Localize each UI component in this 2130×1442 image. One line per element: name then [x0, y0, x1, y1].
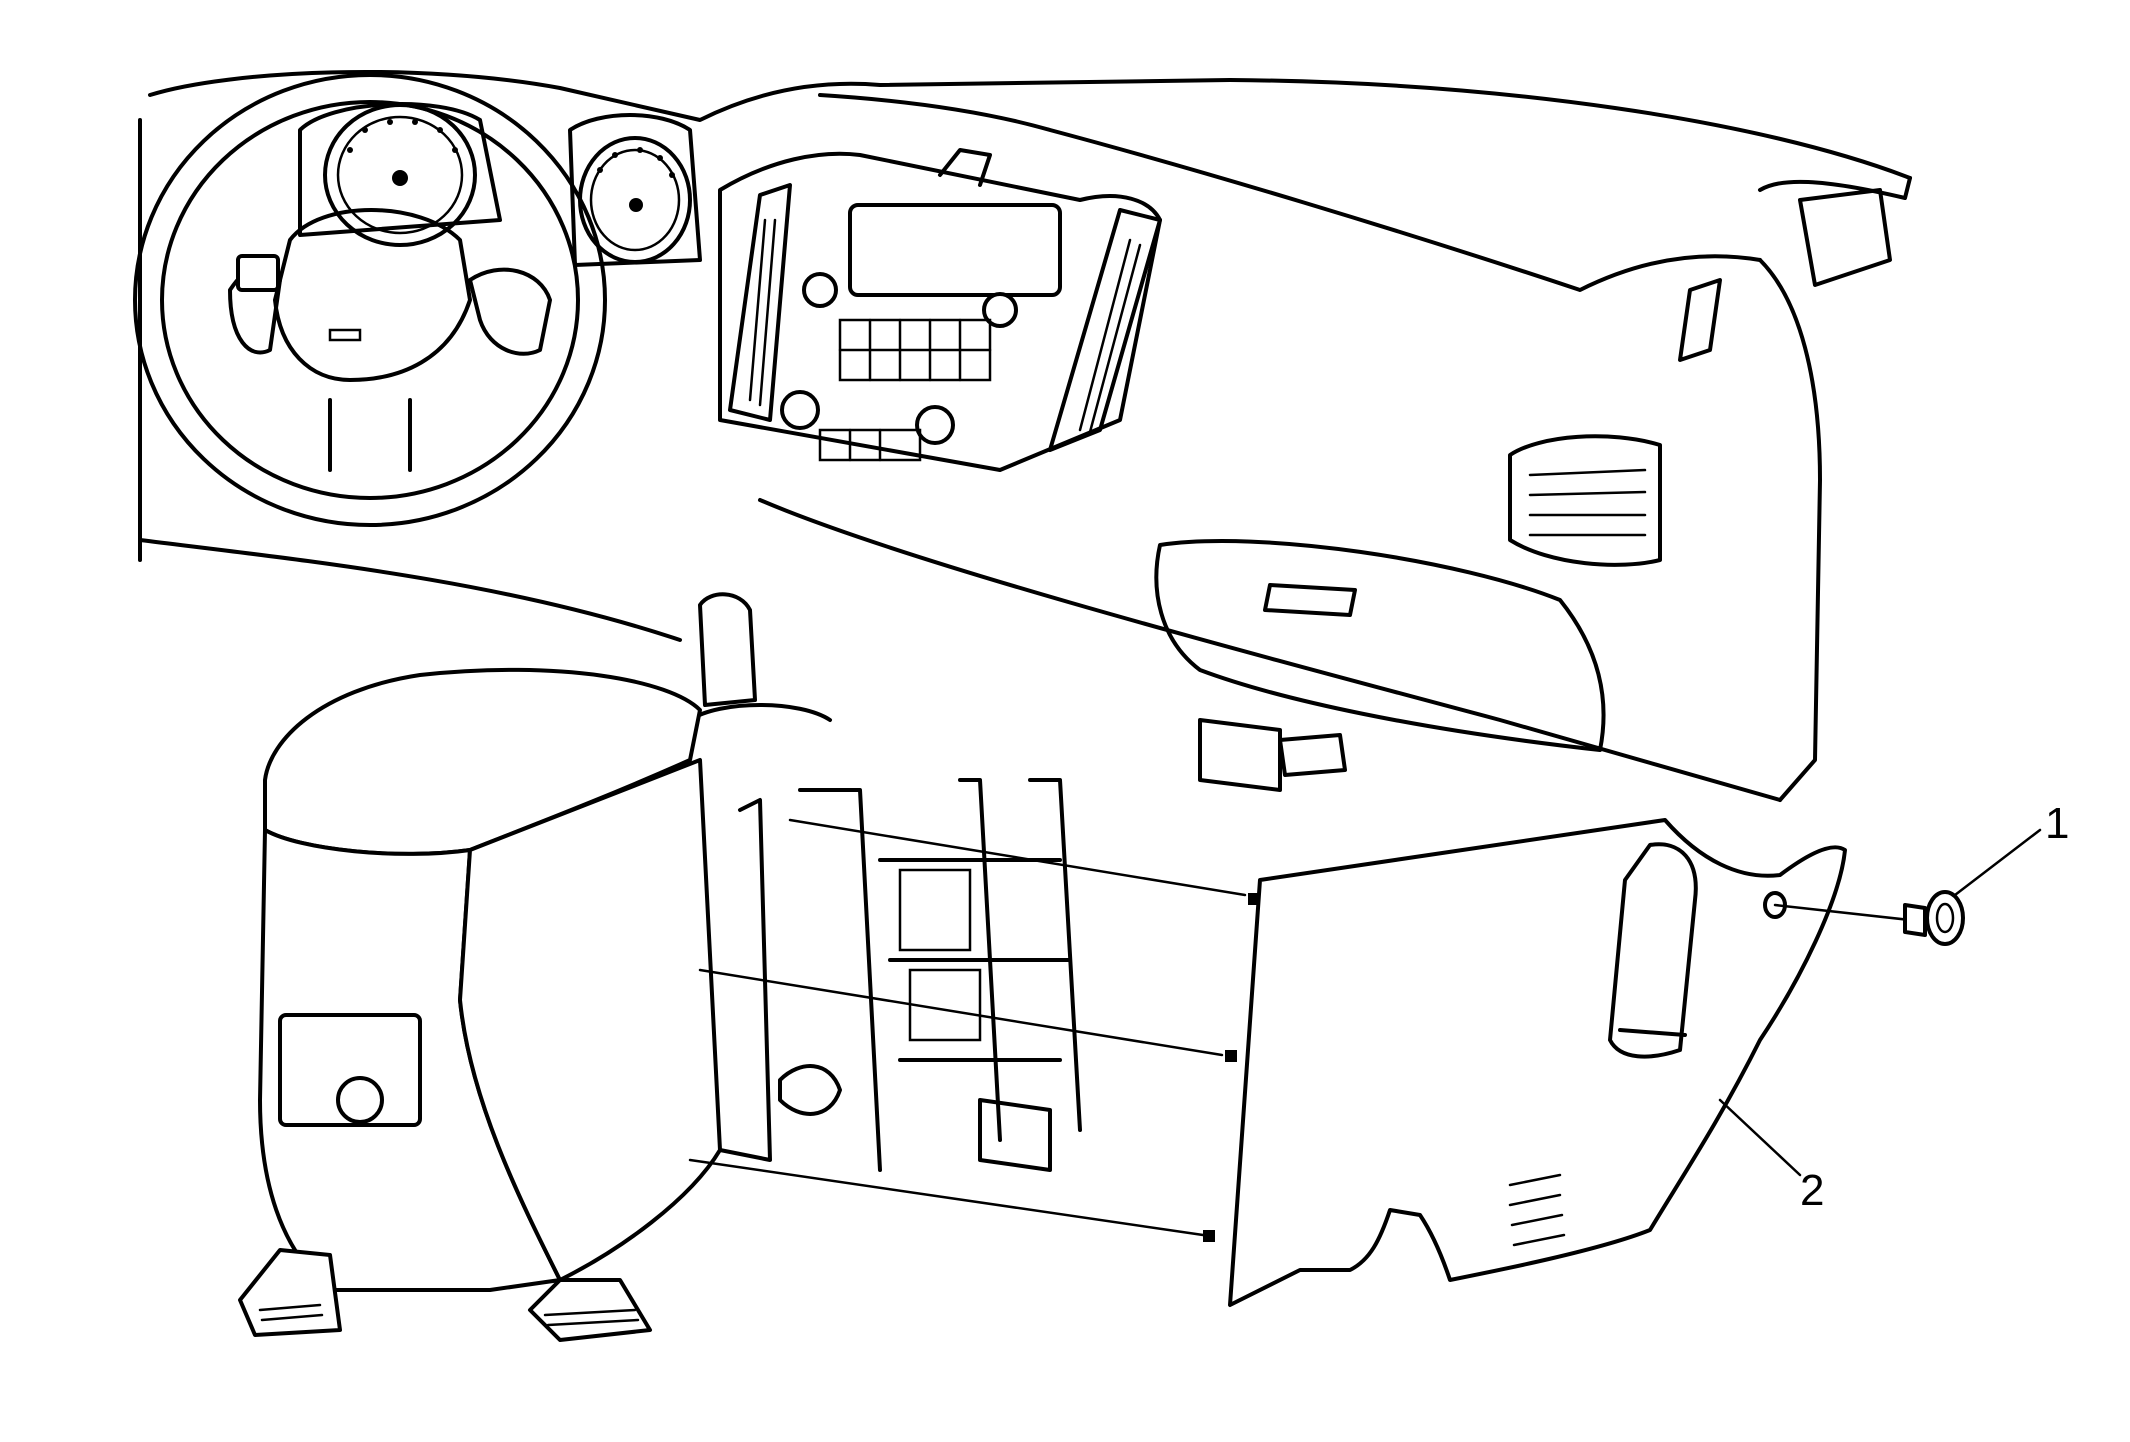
steering-wheel: [133, 73, 607, 527]
retainer-fastener: [1773, 890, 1965, 946]
assembly-lines: [688, 818, 1247, 1237]
knee-bolster-trim-panel: [1203, 818, 1847, 1307]
center-stack-radio: [718, 148, 1162, 472]
glove-box: [1154, 539, 1606, 752]
callout-1: 1: [1953, 799, 2069, 897]
passenger-air-vent: [1508, 434, 1662, 567]
gear-shifter: [688, 592, 832, 722]
side-window-vent: [1678, 188, 1892, 362]
callout-2-label: 2: [1800, 1166, 1824, 1215]
instrument-panel: [138, 69, 1912, 802]
callout-2: 2: [1718, 1098, 1824, 1215]
center-air-vents: [728, 183, 1162, 452]
callout-1-label: 1: [2045, 799, 2069, 848]
gauge-cluster: [298, 102, 702, 267]
center-console: [238, 667, 722, 1342]
